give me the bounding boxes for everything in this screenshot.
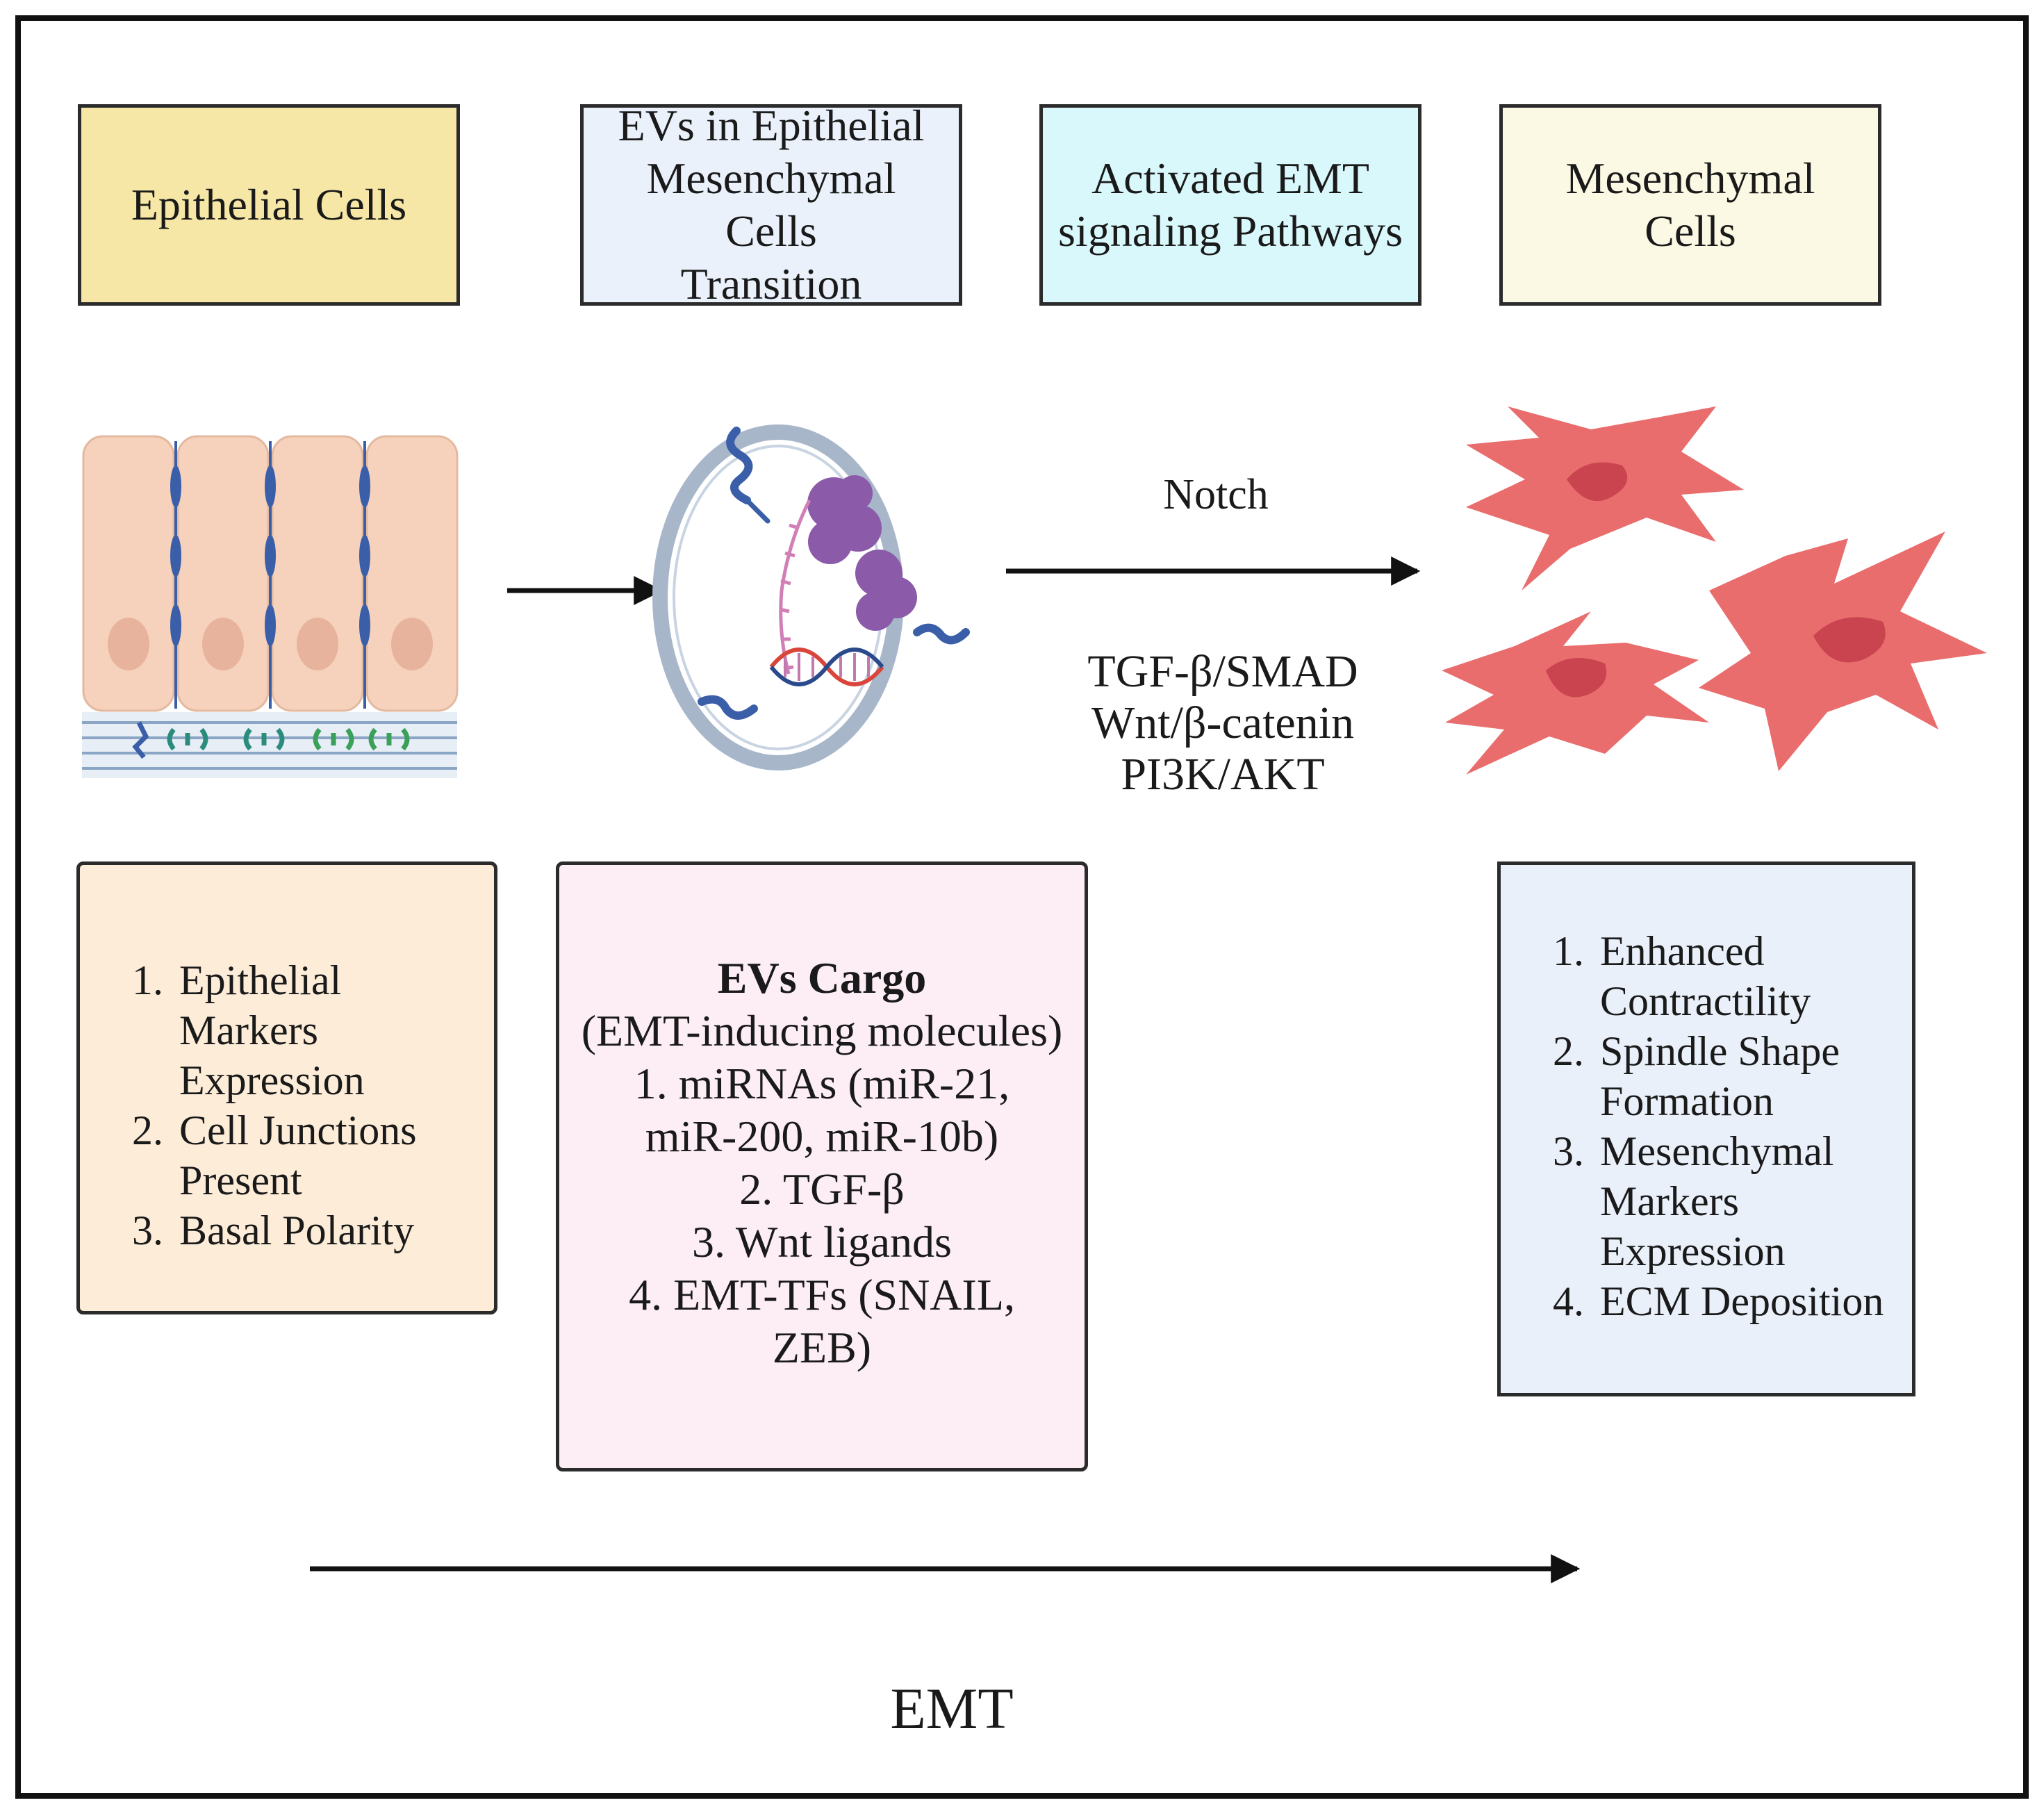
label-wnt-beta-catenin: Wnt/β-catenin [1091, 698, 1355, 748]
desmosome [359, 535, 370, 577]
header-mesenchymal-cells: Mesenchymal Cells [1499, 104, 1881, 306]
ev-cargo-item: 1. miRNAs (miR-21, miR-200, miR-10b) [634, 1059, 1010, 1161]
protein-icon [807, 475, 917, 631]
label-notch: Notch [1163, 471, 1269, 518]
desmosome [170, 604, 181, 646]
desmosome [265, 535, 276, 577]
mesenchymal-feature: 4.ECM Deposition [1553, 1278, 1884, 1324]
label-pathways: TGF-β/SMAD Wnt/β-catenin PI3K/AKT [1042, 646, 1403, 800]
hemidesmosome-icon [132, 721, 410, 759]
ev-cargo-title: EVs Cargo [717, 953, 927, 1003]
header-activated-emt-pathways: Activated EMT signaling Pathways [1039, 104, 1421, 306]
ev-cargo-item: 2. TGF-β [739, 1164, 905, 1214]
mesenchymal-cell [1442, 611, 1709, 775]
header-activated-emt-pathways-label: Activated EMT signaling Pathways [1058, 154, 1403, 256]
desmosome [170, 535, 181, 577]
mesenchymal-feature: 1.Enhanced Contractility [1553, 928, 1811, 1024]
epithelial-nucleus [202, 618, 244, 670]
desmosome [265, 604, 276, 646]
mesenchymal-features-box: 1.Enhanced Contractility 2.Spindle Shape… [1497, 861, 1915, 1396]
label-pi3k-akt: PI3K/AKT [1121, 749, 1325, 800]
mesenchymal-cell [1466, 406, 1744, 591]
epithelial-feature: 1.Epithelial Markers Expression [132, 957, 365, 1103]
mesenchymal-cells-illustration [1442, 406, 1987, 775]
desmosome [359, 604, 370, 646]
header-evs-in-emt-label: EVs in Epithelial Mesenchymal Cells Tran… [618, 101, 925, 308]
desmosome [359, 465, 370, 507]
header-evs-in-emt: EVs in Epithelial Mesenchymal Cells Tran… [580, 101, 962, 308]
header-epithelial-cells-label: Epithelial Cells [131, 180, 407, 229]
mesenchymal-feature: 2.Spindle Shape Formation [1553, 1028, 1840, 1124]
ev-cargo-item: 3. Wnt ligands [692, 1217, 952, 1267]
extracellular-vesicle-illustration [652, 424, 970, 770]
surface-protein-icon [698, 427, 970, 720]
header-mesenchymal-cells-label: Mesenchymal Cells [1565, 154, 1815, 256]
desmosome [170, 465, 181, 507]
ev-cargo-subtitle: (EMT-inducing molecules) [581, 1006, 1063, 1055]
mesenchymal-feature: 3.Mesenchymal Markers Expression [1553, 1128, 1834, 1274]
diagram-frame [15, 15, 2029, 1799]
dna-helix-icon [769, 648, 884, 686]
epithelial-cells-illustration [82, 435, 459, 778]
ev-cargo-box: EVs Cargo (EMT-inducing molecules) 1. mi… [556, 861, 1088, 1471]
epithelial-features-box: 1.Epithelial Markers Expression 2.Cell J… [76, 861, 497, 1314]
label-tgf-beta-smad: TGF-β/SMAD [1087, 646, 1358, 697]
epithelial-feature: 3.Basal Polarity [132, 1207, 415, 1253]
desmosome [265, 465, 276, 507]
epithelial-feature: 2.Cell Junctions Present [132, 1107, 417, 1203]
mirna-strand-icon [779, 499, 811, 675]
epithelial-nucleus [108, 618, 149, 670]
epithelial-nucleus [391, 618, 433, 670]
label-emt: EMT [890, 1676, 1014, 1741]
header-epithelial-cells: Epithelial Cells [78, 104, 460, 306]
mesenchymal-cell [1699, 531, 1987, 771]
epithelial-nucleus [297, 618, 338, 670]
ev-cargo-item: 4. EMT-TFs (SNAIL, ZEB) [629, 1270, 1015, 1372]
